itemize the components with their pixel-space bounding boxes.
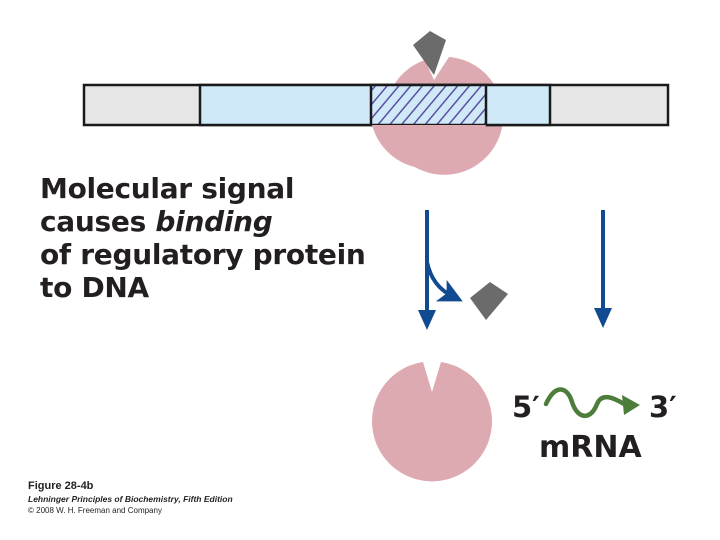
dna-strand [82,83,670,127]
mrna-arrow [543,387,640,418]
copyright-line: © 2008 W. H. Freeman and Company [28,506,162,515]
three-prime-label: 3′ [649,390,677,424]
bound-protein-lower-part [372,125,486,169]
operator-site [369,83,488,127]
caption-line-2-italic: binding [155,205,273,238]
five-prime-label: 5′ [512,390,540,424]
figure-footer: Figure 28-4b Lehninger Principles of Bio… [28,480,233,515]
book-title: Lehninger Principles of Biochemistry, Fi… [28,494,233,504]
caption-line-1: Molecular signal [40,172,295,205]
figure-number: Figure 28-4b [28,480,94,492]
signal-molecule-bound [413,31,446,75]
free-regulatory-protein [372,362,493,482]
caption-line-2: causes binding [40,205,366,238]
signal-molecule-released [470,282,508,320]
transcription-arrow [594,210,612,328]
caption-line-3: of regulatory protein [40,238,366,271]
mrna-label: mRNA [539,430,642,465]
figure-caption: Molecular signal causes binding of regul… [40,172,366,304]
release-arrow [418,210,463,330]
caption-line-2-prefix: causes [40,205,156,238]
caption-line-4: to DNA [40,271,149,304]
